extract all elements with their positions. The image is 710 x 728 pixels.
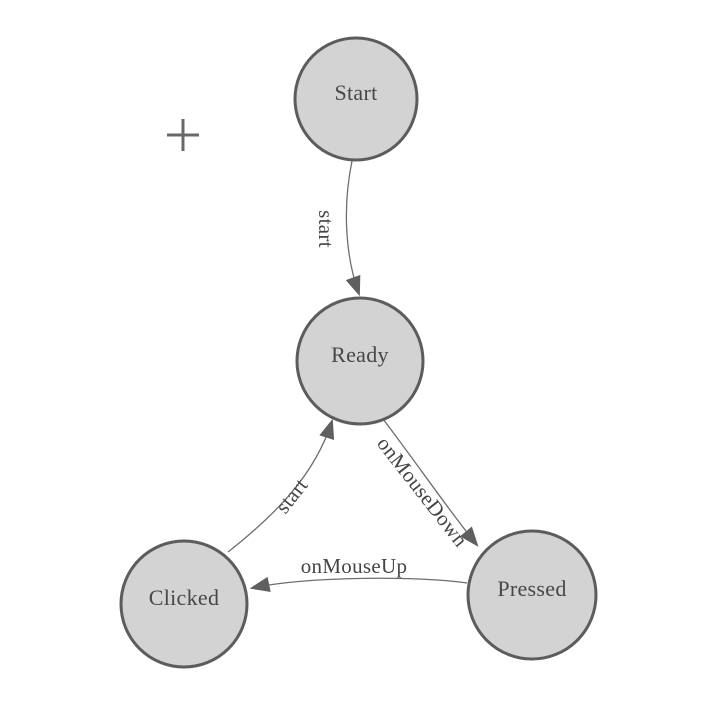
node-clicked-label: Clicked — [149, 585, 220, 610]
node-pressed[interactable]: Pressed — [466, 529, 598, 661]
node-ready-label: Ready — [331, 342, 389, 367]
crosshair-icon[interactable] — [167, 119, 199, 151]
edge-start-to-ready[interactable] — [345, 160, 359, 294]
node-start[interactable]: Start — [293, 36, 419, 162]
nodes-layer: Start Ready Clicked Pressed — [119, 36, 598, 669]
node-start-circle[interactable] — [293, 36, 419, 162]
node-start-label: Start — [334, 80, 377, 105]
edge-label-start-to-ready: start — [314, 210, 338, 248]
node-pressed-circle[interactable] — [466, 529, 598, 661]
edge-ready-to-pressed[interactable] — [382, 418, 477, 545]
edge-label-clicked-to-ready: start — [270, 473, 312, 517]
edges-layer — [227, 160, 477, 588]
edge-clicked-to-ready[interactable] — [227, 421, 332, 553]
node-ready[interactable]: Ready — [295, 296, 425, 426]
node-clicked-circle[interactable] — [119, 539, 249, 669]
edge-label-ready-to-pressed: onMouseDown — [372, 432, 473, 552]
edge-label-pressed-to-clicked: onMouseUp — [301, 554, 408, 578]
edge-pressed-to-clicked[interactable] — [252, 578, 468, 588]
node-pressed-label: Pressed — [497, 576, 566, 601]
node-clicked[interactable]: Clicked — [119, 539, 249, 669]
node-ready-circle[interactable] — [295, 296, 425, 426]
